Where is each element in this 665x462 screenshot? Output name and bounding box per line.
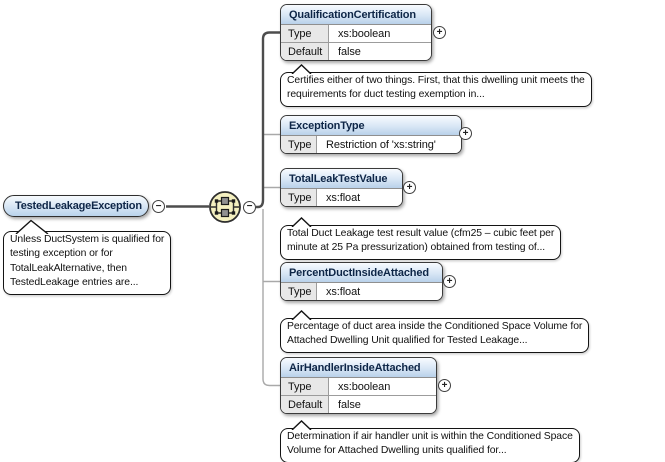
element-name: QualificationCertification [281,5,431,25]
expand-toggle-air-handler-inside-attached[interactable]: + [438,379,451,392]
element-qualification-certification[interactable]: QualificationCertification Type xs:boole… [280,4,432,61]
attribute-row: Type xs:float [281,189,402,206]
row-label: Type [281,189,317,206]
row-label: Default [281,396,329,413]
row-value: xs:boolean [338,380,391,393]
annotation-text: Certifies either of two things. First, t… [287,75,585,101]
callout-pointer-icon [291,217,312,227]
annotation-total-leak-test-value: Total Duct Leakage test result value (cf… [280,217,562,260]
expand-toggle-exception-type[interactable]: + [459,127,472,140]
row-label: Type [281,283,317,300]
attribute-row: Type Restriction of 'xs:string' [281,136,461,153]
attribute-row: Default false [281,396,436,413]
row-value: false [338,45,361,58]
expand-toggle-qualification-certification[interactable]: + [433,26,446,39]
collapse-toggle-root[interactable]: − [152,200,165,213]
collapse-toggle-compositor[interactable]: − [243,200,256,214]
element-exception-type[interactable]: ExceptionType Type Restriction of 'xs:st… [280,115,462,154]
element-name: TestedLeakageException [15,199,142,212]
annotation-text: Determination if air handler unit is wit… [287,431,573,457]
row-label: Type [281,136,317,153]
attribute-row: Type xs:float [281,283,442,300]
row-value: Restriction of 'xs:string' [326,138,436,151]
row-value: xs:boolean [338,27,391,40]
annotation-text: Total Duct Leakage test result value (cf… [287,228,555,254]
row-label: Default [281,43,329,60]
sequence-compositor-icon[interactable] [208,190,242,224]
row-value: xs:float [326,191,361,204]
callout-pointer-icon [15,219,49,234]
annotation-air-handler-inside-attached: Determination if air handler unit is wit… [280,420,580,462]
element-name: TotalLeakTestValue [281,169,402,189]
row-label: Type [281,25,329,42]
element-air-handler-inside-attached[interactable]: AirHandlerInsideAttached Type xs:boolean… [280,357,437,414]
callout-pointer-icon [291,420,312,430]
expand-toggle-percent-duct-inside-attached[interactable]: + [443,275,456,288]
row-label: Type [281,378,329,395]
annotation-percent-duct-inside-attached: Percentage of duct area inside the Condi… [280,310,590,353]
element-name: PercentDuctInsideAttached [281,263,442,283]
row-value: xs:float [326,285,361,298]
attribute-row: Type xs:boolean [281,25,431,43]
element-percent-duct-inside-attached[interactable]: PercentDuctInsideAttached Type xs:float [280,262,443,301]
callout-pointer-icon [291,310,312,320]
element-tested-leakage-exception[interactable]: TestedLeakageException [3,195,149,217]
element-total-leak-test-value[interactable]: TotalLeakTestValue Type xs:float [280,168,403,207]
row-value: false [338,398,361,411]
element-name: ExceptionType [281,116,461,136]
annotation-text: Percentage of duct area inside the Condi… [287,321,583,347]
annotation-qualification-certification: Certifies either of two things. First, t… [280,64,592,107]
element-name: AirHandlerInsideAttached [281,358,436,378]
attribute-row: Default false [281,43,431,60]
attribute-row: Type xs:boolean [281,378,436,396]
callout-pointer-icon [291,64,312,74]
expand-toggle-total-leak-test-value[interactable]: + [403,181,416,194]
